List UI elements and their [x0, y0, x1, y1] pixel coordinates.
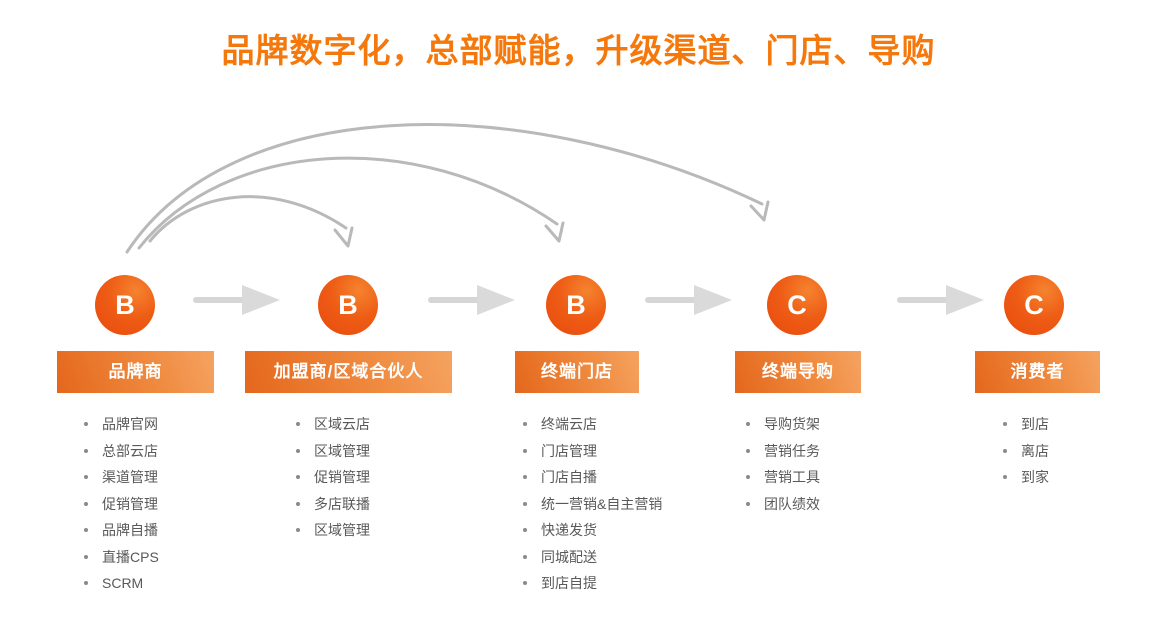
feature-list-guide: 导购货架 营销任务 营销工具 团队绩效: [746, 411, 820, 517]
bullet-icon: [1003, 422, 1007, 427]
bullet-icon: [523, 501, 527, 506]
list-item: 快递发货: [523, 517, 662, 544]
list-item: 促销管理: [84, 491, 159, 518]
bullet-icon: [296, 448, 300, 453]
badge-letter: B: [338, 289, 358, 320]
bullet-icon: [84, 581, 88, 586]
bullet-icon: [1003, 475, 1007, 480]
list-item: 门店管理: [523, 438, 662, 465]
bullet-icon: [523, 422, 527, 427]
badge-circle-brand: B: [95, 275, 155, 335]
list-item: 营销任务: [746, 438, 820, 465]
feature-list-partner: 区域云店 区域管理 促销管理 多店联播 区域管理: [296, 411, 370, 544]
badge-circle-store: B: [546, 275, 606, 335]
bullet-icon: [746, 422, 750, 427]
bullet-icon: [523, 581, 527, 586]
list-item: 团队绩效: [746, 491, 820, 518]
flow-arrow-4: [897, 285, 984, 315]
list-item: 区域管理: [296, 438, 370, 465]
bullet-icon: [84, 448, 88, 453]
badge-circle-partner: B: [318, 275, 378, 335]
list-item: 离店: [1003, 438, 1049, 465]
badge-letter: B: [566, 289, 586, 320]
list-item: 品牌官网: [84, 411, 159, 438]
bullet-icon: [746, 501, 750, 506]
badge-letter: C: [1024, 289, 1044, 320]
bullet-icon: [84, 422, 88, 427]
bullet-icon: [296, 528, 300, 533]
list-item: 总部云店: [84, 438, 159, 465]
feature-list-store: 终端云店 门店管理 门店自播 统一营销&自主营销 快递发货 同城配送 到店自提: [523, 411, 662, 597]
list-item: 渠道管理: [84, 464, 159, 491]
stage-label-store: 终端门店: [515, 351, 639, 393]
list-item: 到家: [1003, 464, 1049, 491]
list-item: 导购货架: [746, 411, 820, 438]
curved-arrow-to-partner: [148, 195, 354, 248]
list-item: 促销管理: [296, 464, 370, 491]
list-item: SCRM: [84, 570, 159, 597]
badge-letter: C: [787, 289, 807, 320]
bullet-icon: [296, 475, 300, 480]
bullet-icon: [1003, 448, 1007, 453]
flow-arrow-3: [645, 285, 732, 315]
diagram-title: 品牌数字化，总部赋能，升级渠道、门店、导购: [221, 32, 936, 69]
feature-list-consumer: 到店 离店 到家: [1003, 411, 1049, 491]
list-item: 到店自提: [523, 570, 662, 597]
list-item: 多店联播: [296, 491, 370, 518]
list-item: 区域管理: [296, 517, 370, 544]
bullet-icon: [296, 501, 300, 506]
badge-circle-consumer: C: [1004, 275, 1064, 335]
list-item: 终端云店: [523, 411, 662, 438]
curved-arrow-to-guide: [125, 123, 770, 254]
bullet-icon: [84, 554, 88, 559]
bullet-icon: [746, 475, 750, 480]
list-item: 门店自播: [523, 464, 662, 491]
list-item: 品牌自播: [84, 517, 159, 544]
list-item: 区域云店: [296, 411, 370, 438]
list-item: 同城配送: [523, 544, 662, 571]
bullet-icon: [523, 528, 527, 533]
bullet-icon: [523, 554, 527, 559]
stage-label-partner: 加盟商/区域合伙人: [245, 351, 452, 393]
bullet-icon: [523, 475, 527, 480]
bullet-icon: [84, 475, 88, 480]
flow-arrow-2: [428, 285, 515, 315]
stage-label-brand: 品牌商: [57, 351, 214, 393]
list-item: 直播CPS: [84, 544, 159, 571]
feature-list-brand: 品牌官网 总部云店 渠道管理 促销管理 品牌自播 直播CPS SCRM: [84, 411, 159, 597]
flow-arrow-1: [193, 285, 280, 315]
badge-letter: B: [115, 289, 135, 320]
list-item: 到店: [1003, 411, 1049, 438]
bullet-icon: [84, 501, 88, 506]
bullet-icon: [746, 448, 750, 453]
badge-circle-guide: C: [767, 275, 827, 335]
curved-arrow-to-store: [137, 156, 565, 250]
list-item: 营销工具: [746, 464, 820, 491]
stage-label-consumer: 消费者: [975, 351, 1100, 393]
bullet-icon: [523, 448, 527, 453]
bullet-icon: [84, 528, 88, 533]
bullet-icon: [296, 422, 300, 427]
list-item: 统一营销&自主营销: [523, 491, 662, 518]
stage-label-guide: 终端导购: [735, 351, 861, 393]
